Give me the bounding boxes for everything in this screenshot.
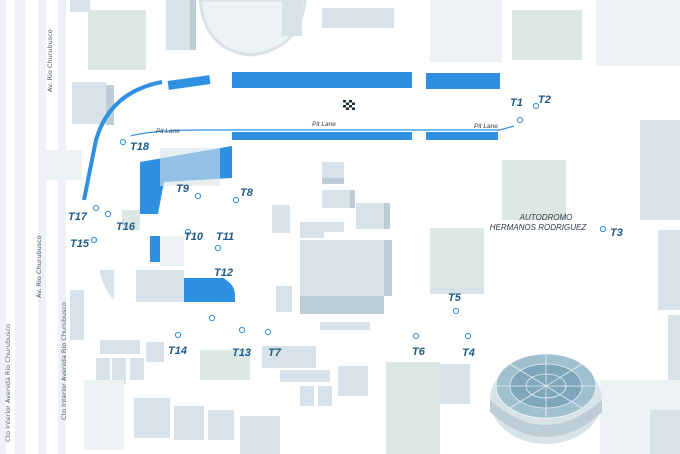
start-finish-flag: [343, 100, 355, 110]
turn-label-t18: T18: [130, 141, 150, 153]
direction-arrow-bottom: [342, 336, 350, 344]
turn-label-t16: T16: [116, 221, 136, 233]
turn-label-t15: T15: [70, 238, 90, 250]
pit-structures: [122, 72, 500, 302]
turn-label-t13: T13: [232, 347, 251, 359]
turn-marker-t11: [214, 244, 222, 252]
pit-lane-label-left: Pit Lane: [156, 128, 180, 135]
turn-marker-t17: [92, 204, 100, 212]
turn-marker-t1: [516, 116, 524, 124]
turn-label-t1: T1: [510, 97, 523, 109]
turn-label-t14: T14: [168, 345, 187, 357]
turn-label-t2: T2: [538, 94, 551, 106]
highway-corridor: [0, 0, 66, 454]
direction-arrow-top: [230, 101, 238, 109]
turn-label-t4: T4: [462, 347, 475, 359]
turn-label-t8: T8: [240, 187, 254, 199]
pit-lane-label-right: Pit Lane: [474, 123, 498, 130]
pit-lane-label-center: Pit Lane: [312, 121, 336, 128]
turn-marker-t10: [184, 228, 192, 236]
turn-label-t12: T12: [214, 267, 233, 279]
road-label-cto-interior-1: Cto Interior Avenida Rio Churubusco: [4, 324, 12, 442]
background-buildings: [42, 0, 680, 454]
turn-marker-t13: [238, 326, 246, 334]
turn-marker-t6: [412, 332, 420, 340]
venue-label-line2: HERMANOS RODRIGUEZ: [490, 223, 588, 232]
turn-marker-t4: [464, 332, 472, 340]
stadium-dome: [490, 353, 602, 444]
turn-markers: [90, 102, 607, 340]
turn-label-t3: T3: [610, 227, 623, 239]
turn-label-t5: T5: [448, 292, 462, 304]
turn-marker-t14: [174, 331, 182, 339]
turn-marker-t18: [119, 138, 127, 146]
turn-marker-t5: [452, 307, 460, 315]
turn-marker-t12: [208, 314, 216, 322]
turn-label-t17: T17: [68, 211, 88, 223]
outer-track-arc: [82, 80, 163, 201]
turn-label-t11: T11: [216, 231, 234, 243]
venue-label-line1: AUTODROMO: [519, 213, 573, 222]
turn-label-t10: T10: [184, 231, 204, 243]
turn-marker-t7: [264, 328, 272, 336]
turn-marker-t15: [90, 236, 98, 244]
turn-marker-t3: [599, 225, 607, 233]
turn-marker-t9: [194, 192, 202, 200]
turn-label-t6: T6: [412, 346, 426, 358]
turn-label-t7: T7: [268, 347, 282, 359]
turn-marker-t2: [532, 102, 540, 110]
turn-marker-t8: [232, 196, 240, 204]
road-label-av-rio-churubusco-mid: Av. Rio Churubusco: [35, 235, 43, 298]
road-label-cto-interior-2: Cto Interior Avenida Rio Churubusco: [60, 302, 68, 420]
turn-label-t9: T9: [176, 183, 190, 195]
turn-marker-t16: [104, 210, 112, 218]
road-label-av-rio-churubusco-top: Av. Rio Churubusco: [46, 29, 54, 92]
